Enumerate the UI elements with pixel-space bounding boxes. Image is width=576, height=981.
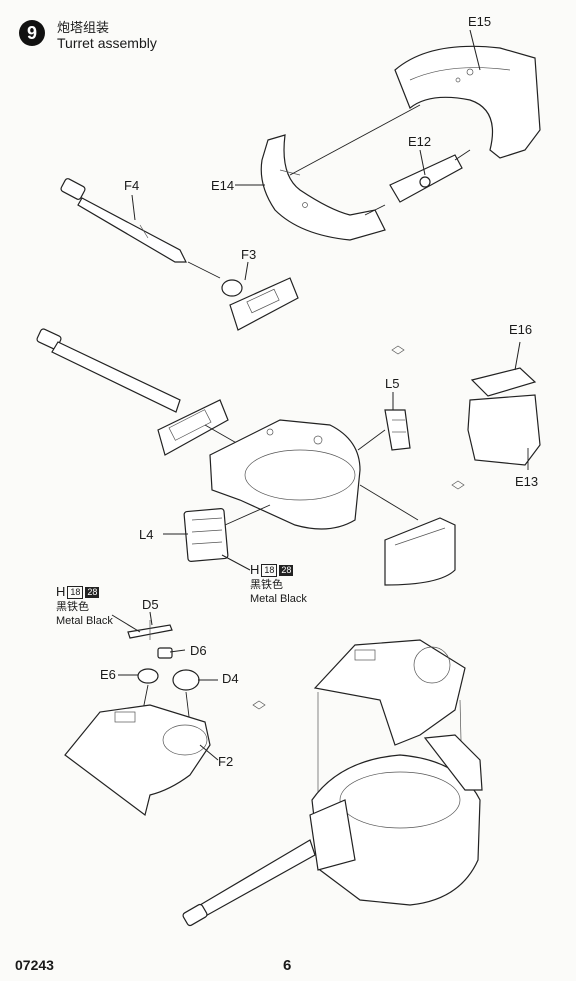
assembled-barrel-drawing xyxy=(182,839,316,927)
label-d6: D6 xyxy=(190,643,207,658)
part-f3-drawing xyxy=(221,277,299,331)
part-e12-drawing xyxy=(389,154,463,203)
label-e15: E15 xyxy=(468,14,492,29)
paint-number-1: 18 xyxy=(67,585,84,599)
part-e6-drawing xyxy=(137,668,159,684)
part-e16-drawing xyxy=(470,367,537,397)
paint-number-2: 28 xyxy=(85,586,100,598)
paint-code: H 18 28 xyxy=(56,584,100,599)
label-e12: E12 xyxy=(408,134,432,149)
paint-letter: H xyxy=(56,584,66,599)
step-title-en: Turret assembly xyxy=(57,35,157,51)
paint-code: H 18 28 xyxy=(250,562,294,577)
stowage-box-drawing xyxy=(384,517,456,586)
part-e13-drawing xyxy=(467,394,541,466)
step-number-badge: 9 xyxy=(19,20,45,46)
part-d5-drawing xyxy=(127,620,173,640)
paint-name-cn: 黑铁色 xyxy=(250,579,283,591)
assembled-turret-drawing xyxy=(309,734,483,906)
paint-name-en: Metal Black xyxy=(56,615,113,627)
turret-body-mid-drawing xyxy=(209,419,361,530)
paint-callout-left: H 18 28 黑铁色 Metal Black xyxy=(56,585,113,628)
label-l5: L5 xyxy=(385,376,400,391)
label-e16: E16 xyxy=(509,322,533,337)
part-e15-drawing xyxy=(394,45,541,159)
part-barrel-mid-drawing xyxy=(36,328,229,456)
part-d4-drawing xyxy=(172,669,200,691)
label-e6: E6 xyxy=(100,667,116,682)
label-d4: D4 xyxy=(222,671,239,686)
step-title-cn: 炮塔组装 xyxy=(57,20,110,35)
label-f2: F2 xyxy=(218,754,234,769)
paint-letter: H xyxy=(250,562,260,577)
label-e13: E13 xyxy=(515,474,539,489)
kit-code: 07243 xyxy=(15,957,54,973)
assembled-roof-drawing xyxy=(313,639,466,746)
part-f4-drawing xyxy=(60,178,187,263)
paint-name-en: Metal Black xyxy=(250,593,307,605)
part-l4-drawing xyxy=(183,508,229,562)
label-f3: F3 xyxy=(241,247,257,262)
paint-name-cn: 黑铁色 xyxy=(56,601,89,613)
paint-number-1: 18 xyxy=(261,563,278,577)
label-l4: L4 xyxy=(139,527,154,542)
part-f2-drawing xyxy=(64,704,211,817)
part-l5-drawing xyxy=(384,409,411,451)
part-d6-drawing xyxy=(157,647,173,659)
label-e14: E14 xyxy=(211,178,235,193)
paint-number-2: 28 xyxy=(279,564,294,576)
page-number: 6 xyxy=(283,957,292,974)
label-f4: F4 xyxy=(124,178,140,193)
part-e14-drawing xyxy=(260,134,386,241)
paint-callout-mid: H 18 28 黑铁色 Metal Black xyxy=(250,563,307,606)
glue-icon xyxy=(252,345,465,710)
label-d5: D5 xyxy=(142,597,159,612)
